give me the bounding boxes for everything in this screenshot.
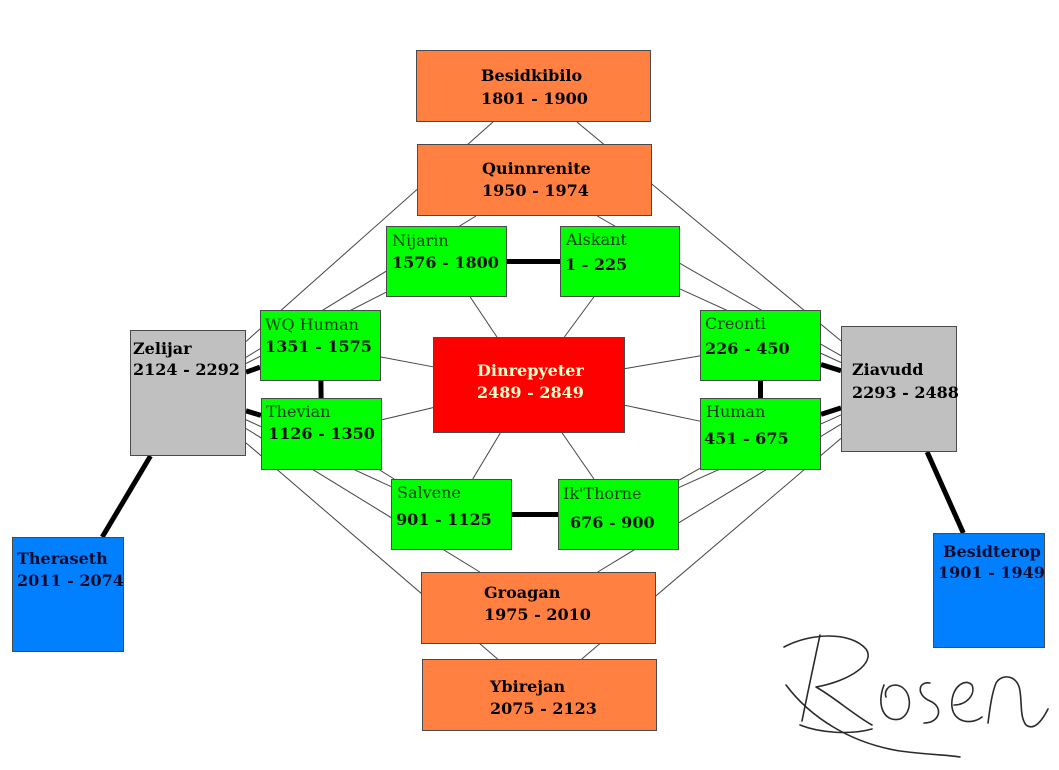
node-nijarin: Nijarin 1576 - 1800 (386, 226, 507, 297)
node-years: 2293 - 2488 (852, 383, 959, 402)
node-years: 676 - 900 (570, 513, 655, 532)
node-years: 1 - 225 (565, 255, 628, 274)
node-name: Groagan (484, 583, 561, 602)
connector-dinrepyeter-creonti (624, 355, 701, 370)
connector-thevian-salvene (379, 469, 395, 480)
node-ybirejan: Ybirejan 2075 - 2123 (422, 659, 657, 731)
node-ikthorne: Ik'Thorne 676 - 900 (558, 479, 679, 550)
node-years: 2011 - 2074 (17, 571, 124, 590)
connector-zelijar-thevian (245, 408, 262, 418)
node-name: Human (706, 402, 766, 421)
node-years: 1901 - 1949 (938, 563, 1045, 582)
node-ziavudd: Ziavudd 2293 - 2488 (841, 326, 959, 452)
node-years: 1126 - 1350 (268, 424, 375, 443)
node-years: 2075 - 2123 (490, 699, 597, 718)
node-name: Dinrepyeter (477, 361, 584, 380)
connector-zelijar-theraseth (100, 454, 153, 539)
node-quinnrenite: Quinnrenite 1950 - 1974 (417, 144, 652, 216)
connector-ziavudd-human (820, 405, 842, 417)
thick-connections (100, 259, 966, 539)
node-name: Besidterop (943, 542, 1041, 561)
node-name: Zelijar (133, 339, 192, 358)
node-years: 1351 - 1575 (265, 337, 372, 356)
node-name: Theraseth (17, 549, 108, 568)
node-years: 2489 - 2849 (477, 383, 584, 402)
node-name: WQ Human (265, 315, 359, 334)
node-years: 226 - 450 (705, 339, 790, 358)
node-years: 451 - 675 (704, 429, 789, 448)
node-besidkibilo: Besidkibilo 1801 - 1900 (416, 50, 651, 122)
connector-dinrepyeter-ikthorne (561, 432, 595, 480)
node-creonti: Creonti 226 - 450 (700, 310, 821, 381)
node-human: Human 451 - 675 (700, 398, 821, 470)
node-years: 1950 - 1974 (482, 181, 589, 200)
node-name: Alskant (566, 230, 627, 249)
node-dinrepyeter: Dinrepyeter 2489 - 2849 (433, 337, 625, 433)
node-name: Salvene (397, 483, 461, 502)
node-theraseth: Theraseth 2011 - 2074 (12, 537, 124, 652)
node-besidterop: Besidterop 1901 - 1949 (933, 533, 1045, 648)
connector-dinrepyeter-thevian (381, 407, 434, 421)
node-years: 1975 - 2010 (484, 605, 591, 624)
node-zelijar: Zelijar 2124 - 2292 (130, 330, 246, 456)
node-name: Ziavudd (852, 360, 924, 379)
connector-dinrepyeter-human (624, 404, 701, 422)
connector-human-ikthorne (678, 467, 701, 481)
node-name: Thevian (266, 402, 331, 421)
handwritten-signature (783, 634, 1049, 758)
node-name: Nijarin (392, 231, 449, 250)
node-thevian: Thevian 1126 - 1350 (261, 398, 382, 470)
node-years: 1576 - 1800 (392, 253, 499, 272)
node-name: Ik'Thorne (563, 484, 642, 503)
node-name: Creonti (705, 314, 766, 333)
node-groagan: Groagan 1975 - 2010 (421, 572, 656, 644)
node-alskant: Alskant 1 - 225 (560, 226, 680, 297)
node-salvene: Salvene 901 - 1125 (391, 479, 512, 550)
node-name: Ybirejan (490, 677, 566, 696)
connector-dinrepyeter-alskant (563, 296, 595, 338)
node-name: Besidkibilo (481, 66, 583, 85)
connector-ziavudd-creonti (820, 362, 842, 374)
node-years: 901 - 1125 (396, 510, 492, 529)
node-wq-human: WQ Human 1351 - 1575 (260, 310, 381, 381)
connector-zelijar-wqhuman (245, 364, 261, 375)
connector-dinrepyeter-salvene (472, 432, 501, 480)
connector-dinrepyeter-wqhuman (380, 356, 434, 368)
connector-dinrepyeter-nijarin (469, 296, 498, 338)
node-years: 1801 - 1900 (481, 89, 588, 108)
connector-ziavudd-besidterop (924, 450, 966, 535)
node-name: Quinnrenite (482, 159, 591, 178)
node-years: 2124 - 2292 (133, 360, 240, 379)
